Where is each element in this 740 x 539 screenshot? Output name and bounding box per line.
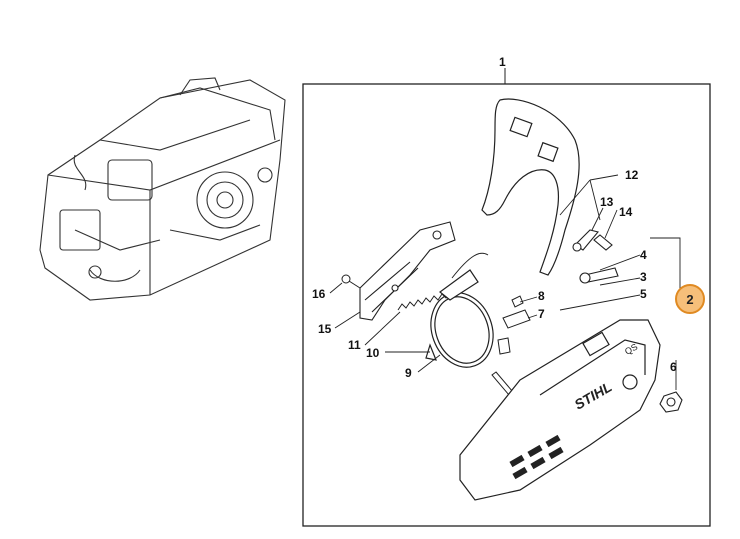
- assembly-frame: [302, 83, 711, 527]
- callout-13: 13: [600, 195, 614, 209]
- callout-16: 16: [312, 287, 326, 301]
- callout-12: 12: [625, 168, 639, 182]
- callout-2-highlight[interactable]: 2: [675, 284, 705, 314]
- small-parts-7-8: [491, 295, 531, 396]
- callout-4: 4: [640, 248, 647, 262]
- callout-11: 11: [348, 338, 361, 352]
- callout-1: 1: [499, 55, 506, 69]
- callout-9: 9: [405, 366, 412, 380]
- callout-14: 14: [619, 205, 633, 219]
- callout-3: 3: [640, 270, 647, 284]
- callout-10: 10: [366, 346, 380, 360]
- brake-lever-part: [359, 221, 456, 321]
- callout-7: 7: [538, 307, 545, 321]
- hand-guard-part: [481, 98, 580, 276]
- callout-5: 5: [640, 287, 647, 301]
- nut-part: [659, 391, 683, 413]
- callout-8: 8: [538, 289, 545, 303]
- pivot-parts: [572, 229, 619, 284]
- spring-part: [397, 252, 489, 311]
- callout-6: 6: [670, 360, 677, 374]
- sprocket-cover-part: [459, 319, 661, 501]
- callout-15: 15: [318, 322, 332, 336]
- engine-overview-drawing: [39, 77, 286, 301]
- screw-part: [341, 274, 361, 289]
- leader-lines: [329, 174, 681, 390]
- brake-band-part: [425, 269, 494, 368]
